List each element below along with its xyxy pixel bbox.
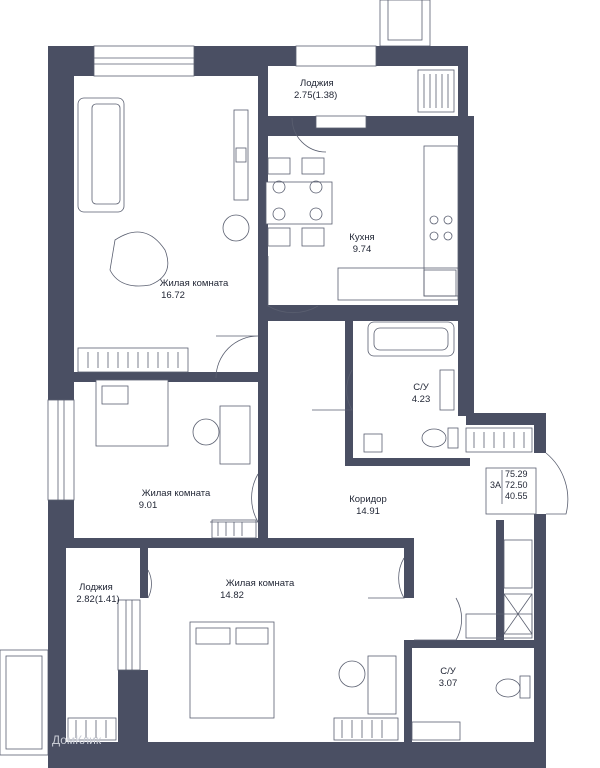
living-area: 72.50 [505, 480, 528, 490]
room-name-loggia-left: Лоджия [79, 582, 113, 593]
room-area-loggia-top: 2.75(1.38) [294, 90, 337, 101]
room-labels: Лоджия 2.75(1.38) Жилая комната 16.72 Ку… [76, 78, 457, 689]
room-area-kitchen: 9.74 [353, 244, 372, 255]
room-area-living-2: 9.01 [139, 500, 158, 511]
room-area-bathroom-1: 4.23 [412, 394, 431, 405]
room-name-living-2: Жилая комната [142, 488, 211, 499]
windows [47, 45, 377, 671]
room-name-bathroom-2: С/У [440, 666, 457, 677]
room-name-living-1: Жилая комната [160, 278, 229, 289]
room-name-living-3: Жилая комната [226, 578, 295, 589]
room-area-loggia-left: 2.82(1.41) [76, 594, 119, 605]
balcony-left [0, 649, 49, 756]
room-name-corridor: Коридор [349, 494, 387, 505]
room-area-bathroom-2: 3.07 [439, 678, 458, 689]
furniture [67, 69, 537, 741]
room-name-bathroom-1: С/У [413, 382, 430, 393]
balcony-top [379, 0, 431, 47]
room-name-kitchen: Кухня [349, 232, 374, 243]
room-area-living-1: 16.72 [161, 290, 185, 301]
apartment-summary: 3А 75.29 72.50 40.55 [490, 469, 528, 504]
rooms-area: 40.55 [505, 491, 528, 501]
total-area: 75.29 [505, 469, 528, 479]
room-area-living-3: 14.82 [220, 590, 244, 601]
room-area-corridor: 14.91 [356, 506, 380, 517]
watermark: ДомКлик [52, 733, 102, 747]
doors [147, 117, 569, 641]
room-name-loggia-top: Лоджия [300, 78, 334, 89]
apartment-type: 3А [490, 480, 501, 490]
